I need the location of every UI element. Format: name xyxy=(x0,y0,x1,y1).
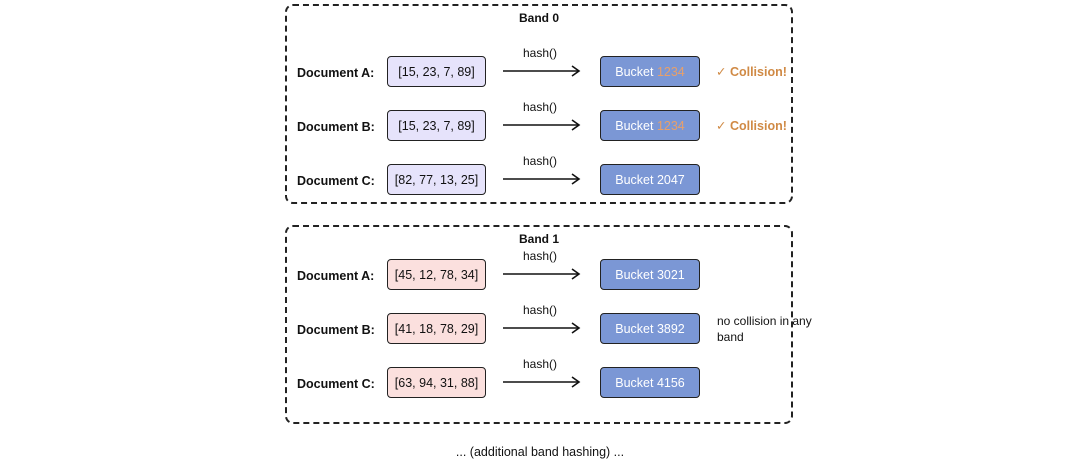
bucket-box: Bucket 3892 xyxy=(600,313,700,344)
bucket-box: Bucket 3021 xyxy=(600,259,700,290)
document-label: Document C: xyxy=(297,377,375,391)
document-label: Document C: xyxy=(297,174,375,188)
bucket-id: 1234 xyxy=(656,118,685,133)
document-label: Document B: xyxy=(297,323,375,337)
arrow-icon xyxy=(503,119,581,131)
bucket-box: Bucket 1234 xyxy=(600,110,700,141)
hash-label: hash() xyxy=(523,249,558,263)
bucket-prefix: Bucket xyxy=(615,267,657,282)
bucket-prefix: Bucket xyxy=(615,321,657,336)
band-0-row-document-a: Document A: [15, 23, 7, 89] hash() Bucke… xyxy=(287,46,795,92)
signature-box: [41, 18, 78, 29] xyxy=(387,313,486,344)
band-title: Band 1 xyxy=(518,232,559,246)
arrow-icon xyxy=(503,65,581,77)
document-label: Document A: xyxy=(297,66,375,80)
band-0-panel: Band 0 Document A: [15, 23, 7, 89] hash(… xyxy=(285,4,793,204)
signature-box: [15, 23, 7, 89] xyxy=(387,110,486,141)
arrow-icon xyxy=(503,322,581,334)
hash-label: hash() xyxy=(523,357,558,371)
band-0-row-document-b: Document B: [15, 23, 7, 89] hash() Bucke… xyxy=(287,100,795,146)
hash-label: hash() xyxy=(523,46,558,60)
bucket-box: Bucket 1234 xyxy=(600,56,700,87)
no-collision-note: no collision in any band xyxy=(717,314,812,344)
bucket-prefix: Bucket xyxy=(615,64,657,79)
bucket-box: Bucket 2047 xyxy=(600,164,700,195)
band-title: Band 0 xyxy=(518,11,559,25)
band-1-panel: Band 1 Document A: [45, 12, 78, 34] hash… xyxy=(285,225,812,424)
bucket-id: 3021 xyxy=(656,267,685,282)
collision-label: ✓ Collision! xyxy=(716,119,787,133)
bucket-box: Bucket 4156 xyxy=(600,367,700,398)
bucket-prefix: Bucket xyxy=(615,172,657,187)
arrow-icon xyxy=(503,376,581,388)
bucket-id: 4156 xyxy=(656,375,685,390)
document-label: Document A: xyxy=(297,269,375,283)
signature-box: [63, 94, 31, 88] xyxy=(387,367,486,398)
band-0-row-document-c: Document C: [82, 77, 13, 25] hash() Buck… xyxy=(287,154,795,200)
footer-note: ... (additional band hashing) ... xyxy=(455,445,625,459)
band-1-row-document-a: Document A: [45, 12, 78, 34] hash() Buck… xyxy=(287,249,795,295)
bucket-id: 2047 xyxy=(656,172,685,187)
collision-label: ✓ Collision! xyxy=(716,65,787,79)
hash-label: hash() xyxy=(523,100,558,114)
band-1-row-document-b: Document B: [41, 18, 78, 29] hash() Buck… xyxy=(287,303,795,349)
bucket-prefix: Bucket xyxy=(615,118,657,133)
bucket-id: 1234 xyxy=(656,64,685,79)
band-1-row-document-c: Document C: [63, 94, 31, 88] hash() Buck… xyxy=(287,357,795,403)
arrow-icon xyxy=(503,268,581,280)
bucket-prefix: Bucket xyxy=(615,375,657,390)
signature-box: [45, 12, 78, 34] xyxy=(387,259,486,290)
signature-box: [82, 77, 13, 25] xyxy=(387,164,486,195)
arrow-icon xyxy=(503,173,581,185)
document-label: Document B: xyxy=(297,120,375,134)
signature-box: [15, 23, 7, 89] xyxy=(387,56,486,87)
hash-label: hash() xyxy=(523,303,558,317)
bucket-id: 3892 xyxy=(656,321,685,336)
hash-label: hash() xyxy=(523,154,558,168)
